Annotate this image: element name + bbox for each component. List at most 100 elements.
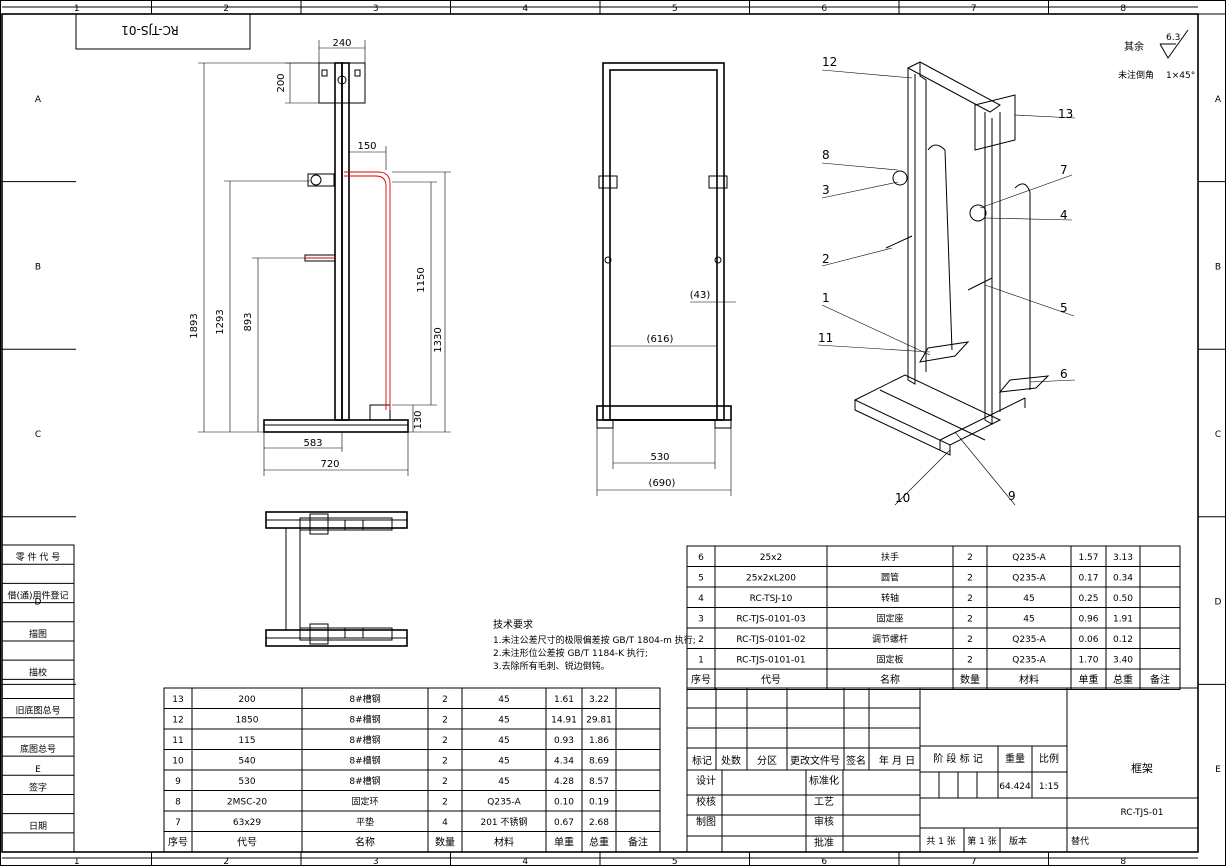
flipped-title: RC-TJS-01 (121, 23, 178, 37)
tb-scale: 1:15 (1039, 782, 1059, 792)
ruler-col-bottom-6: 6 (821, 857, 827, 866)
ruler-col-bottom-3: 3 (373, 857, 379, 866)
ruler-col-top-5: 5 (672, 4, 678, 14)
bom-right-cell-3-2: 固定座 (876, 612, 903, 624)
bom-right-cell-1-6: 0.34 (1113, 573, 1133, 583)
callout-10: 10 (895, 491, 910, 505)
bom-right-header-6-1: 代号 (761, 674, 781, 686)
callout-1: 1 (822, 291, 830, 305)
bom-left-header-7-1: 代号 (237, 836, 257, 848)
bom-right-header-6-4: 材料 (1019, 673, 1039, 686)
ruler-row-left-B: B (35, 262, 41, 272)
bom-left-cell-2-5: 0.93 (554, 736, 574, 746)
bom-right-cell-3-6: 1.91 (1113, 614, 1133, 624)
ruler-row-left-E: E (35, 765, 41, 775)
inner-frame (1, 13, 1199, 853)
bom-left-cell-0-1: 200 (238, 695, 255, 705)
bom-right-cell-0-6: 3.13 (1113, 553, 1133, 563)
bom-left-cell-3-3: 2 (442, 756, 448, 766)
ruler-row-right-E: E (1215, 765, 1221, 775)
flipped-title-box (75, 13, 251, 50)
bom-left-cell-4-5: 4.28 (554, 777, 574, 787)
tb-version: 版本 (1009, 835, 1027, 847)
tb-std: 标准化 (809, 774, 839, 787)
bom-left-cell-0-2: 8#槽钢 (349, 693, 380, 705)
bom-left-cell-6-3: 4 (442, 818, 448, 828)
bom-left-cell-0-3: 2 (442, 695, 448, 705)
bom-left-header-7-3: 数量 (435, 835, 455, 848)
tech-line-1: 1.未注公差尺寸的极限偏差按 GB/T 1804-m 执行; (493, 634, 696, 646)
tb-review: 审核 (814, 815, 834, 828)
rev-header-date: 年 月 日 (879, 754, 915, 767)
callout-9: 9 (1008, 489, 1016, 503)
ruler-col-top-8: 8 (1120, 4, 1126, 14)
bom-right-header-6-2: 名称 (880, 673, 900, 686)
bom-left-cell-0-6: 3.22 (589, 695, 609, 705)
bom-left-header-7-2: 名称 (355, 835, 375, 848)
tb-part-name: 框架 (1131, 762, 1153, 775)
bom-right-cell-5-3: 2 (967, 655, 973, 665)
dim-150: 150 (357, 141, 376, 152)
ruler-col-top-1: 1 (74, 4, 80, 14)
bom-left-cell-5-5: 0.10 (554, 797, 574, 807)
callout-3: 3 (822, 183, 830, 197)
bom-left-cell-5-3: 2 (442, 797, 448, 807)
bom-right-cell-2-4: 45 (1023, 594, 1034, 604)
bom-right-cell-0-3: 2 (967, 553, 973, 563)
bom-left-cell-3-1: 540 (238, 756, 255, 766)
dim-200: 200 (276, 73, 287, 92)
bom-left-cell-6-1: 63x29 (233, 818, 262, 828)
bom-left-cell-6-5: 0.67 (554, 818, 574, 828)
bom-left-cell-3-4: 45 (498, 756, 509, 766)
side-panel-label-0: 零 件 代 号 (16, 551, 61, 563)
callout-12: 12 (822, 55, 837, 69)
tb-drawing-no: RC-TJS-01 (1120, 808, 1163, 818)
ruler-row-right-A: A (1215, 95, 1222, 105)
dim-1293: 1293 (215, 309, 226, 334)
callout-6: 6 (1060, 367, 1068, 381)
bom-left-cell-4-6: 8.57 (589, 777, 609, 787)
bom-left-cell-2-1: 115 (238, 736, 255, 746)
chamfer-label: 未注倒角 (1118, 69, 1154, 81)
ruler-row-left-A: A (35, 95, 42, 105)
side-panel-label-1: 借(通)用件登记 (7, 590, 68, 602)
bom-left-cell-2-2: 8#槽钢 (349, 734, 380, 746)
ruler-col-bottom-1: 1 (74, 857, 80, 866)
bom-right-cell-5-0: 1 (698, 655, 704, 665)
bom-left-cell-1-4: 45 (498, 715, 509, 725)
dim-240: 240 (332, 38, 351, 49)
bom-right-header-6-7: 备注 (1150, 673, 1170, 686)
dim-690: (690) (649, 478, 676, 489)
bom-left-header-7-4: 材料 (494, 835, 514, 848)
bom-left-cell-2-3: 2 (442, 736, 448, 746)
bom-left-cell-3-6: 8.69 (589, 756, 609, 766)
bom-right-cell-0-2: 扶手 (881, 551, 899, 563)
bom-right-cell-0-0: 6 (698, 553, 704, 563)
tb-weight: 64.424 (999, 782, 1031, 792)
bom-right-cell-2-1: RC-TSJ-10 (750, 594, 793, 604)
bom-right-cell-0-5: 1.57 (1078, 553, 1098, 563)
bom-left-cell-6-2: 平垫 (356, 816, 374, 828)
bom-left-cell-3-0: 10 (172, 756, 184, 766)
bom-right-cell-1-2: 圆管 (881, 571, 899, 583)
tb-sheets: 共 1 张 (926, 836, 955, 847)
bom-right-cell-5-6: 3.40 (1113, 655, 1133, 665)
rev-header-doc: 更改文件号 (790, 754, 840, 767)
bom-left-cell-4-0: 9 (175, 777, 181, 787)
ruler-row-right-D: D (1215, 598, 1222, 608)
callout-13: 13 (1058, 107, 1073, 121)
bom-right-cell-1-5: 0.17 (1078, 573, 1098, 583)
title-block: 标记 处数 分区 更改文件号 签名 年 月 日 设计 校核 制图 标准化 工艺 … (686, 687, 1199, 853)
ruler-col-bottom-5: 5 (672, 857, 678, 866)
ruler-col-top-4: 4 (522, 4, 528, 14)
roughness-symbol (1159, 29, 1189, 59)
bom-right-header-6-6: 总重 (1113, 673, 1133, 686)
bom-right-cell-4-6: 0.12 (1113, 635, 1133, 645)
bom-right-cell-5-5: 1.70 (1078, 655, 1098, 665)
bom-left-cell-6-0: 7 (175, 818, 181, 828)
isometric-view (853, 61, 1050, 456)
bom-left-cell-4-1: 530 (238, 777, 255, 787)
